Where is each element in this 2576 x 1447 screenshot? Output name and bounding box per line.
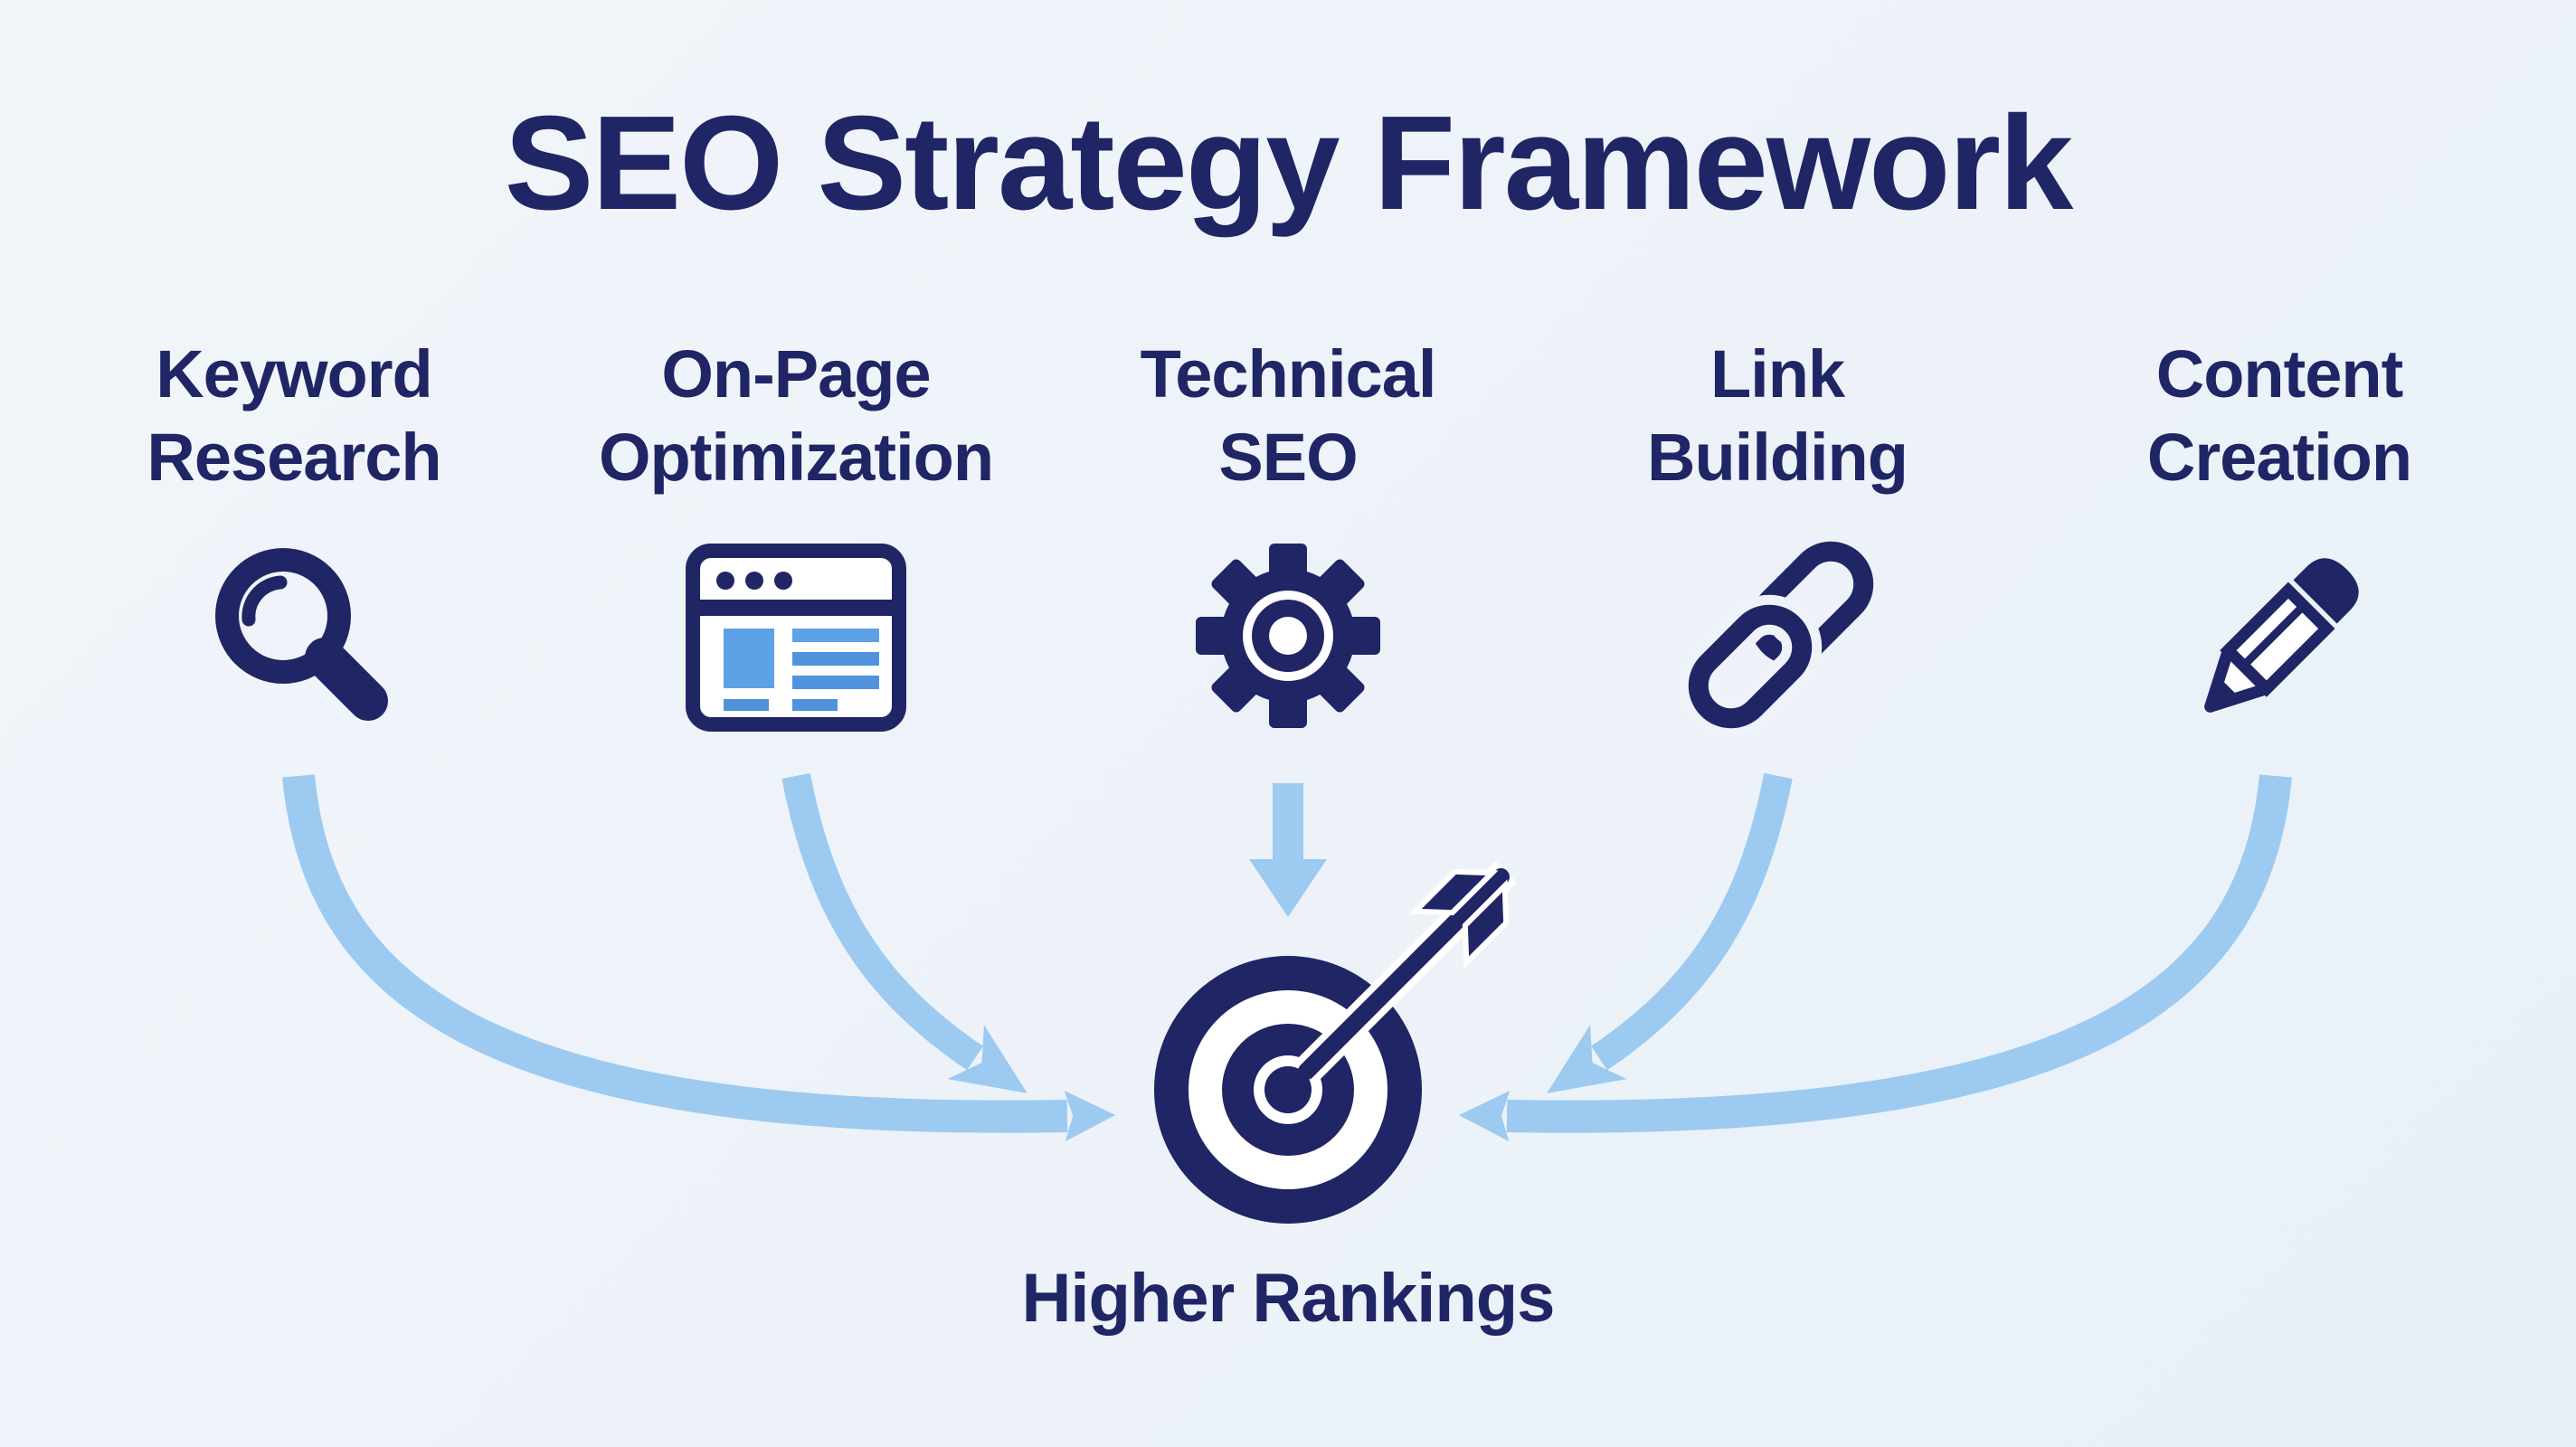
- column-label: Technical SEO: [1008, 333, 1568, 499]
- arrow-content-to-target: [1458, 774, 2292, 1142]
- label-line: On-Page: [661, 336, 931, 411]
- label-line: Technical: [1140, 336, 1437, 411]
- pencil-icon: [2204, 558, 2359, 713]
- label-line: Content: [2155, 336, 2404, 411]
- column-label: Content Creation: [1999, 333, 2560, 499]
- column-label: Link Building: [1497, 333, 2058, 499]
- label-line: Keyword: [156, 336, 433, 411]
- outcome-label: Higher Rankings: [1021, 1260, 1556, 1337]
- label-line: Link: [1709, 336, 1845, 411]
- arrow-onpage-to-target: [781, 772, 1028, 1093]
- target-dart-icon: [1154, 860, 1518, 1224]
- browser-window-icon: [686, 544, 906, 732]
- column-label: Keyword Research: [14, 333, 574, 499]
- column-label: On-Page Optimization: [516, 333, 1076, 499]
- arrow-link-to-target: [1547, 772, 1793, 1093]
- arrow-technical-to-target: [1249, 783, 1327, 917]
- arrow-keyword-to-target: [282, 774, 1116, 1142]
- label-line: SEO: [1218, 420, 1358, 495]
- chain-link-icon: [1678, 541, 1874, 739]
- page-title: SEO Strategy Framework: [504, 89, 2074, 238]
- label-line: Building: [1647, 420, 1908, 495]
- gear-icon: [1196, 544, 1380, 728]
- dart: [1298, 860, 1518, 1080]
- magnifier-icon: [215, 548, 388, 721]
- label-line: Optimization: [598, 420, 994, 495]
- label-line: Research: [147, 420, 441, 495]
- label-line: Creation: [2146, 420, 2412, 495]
